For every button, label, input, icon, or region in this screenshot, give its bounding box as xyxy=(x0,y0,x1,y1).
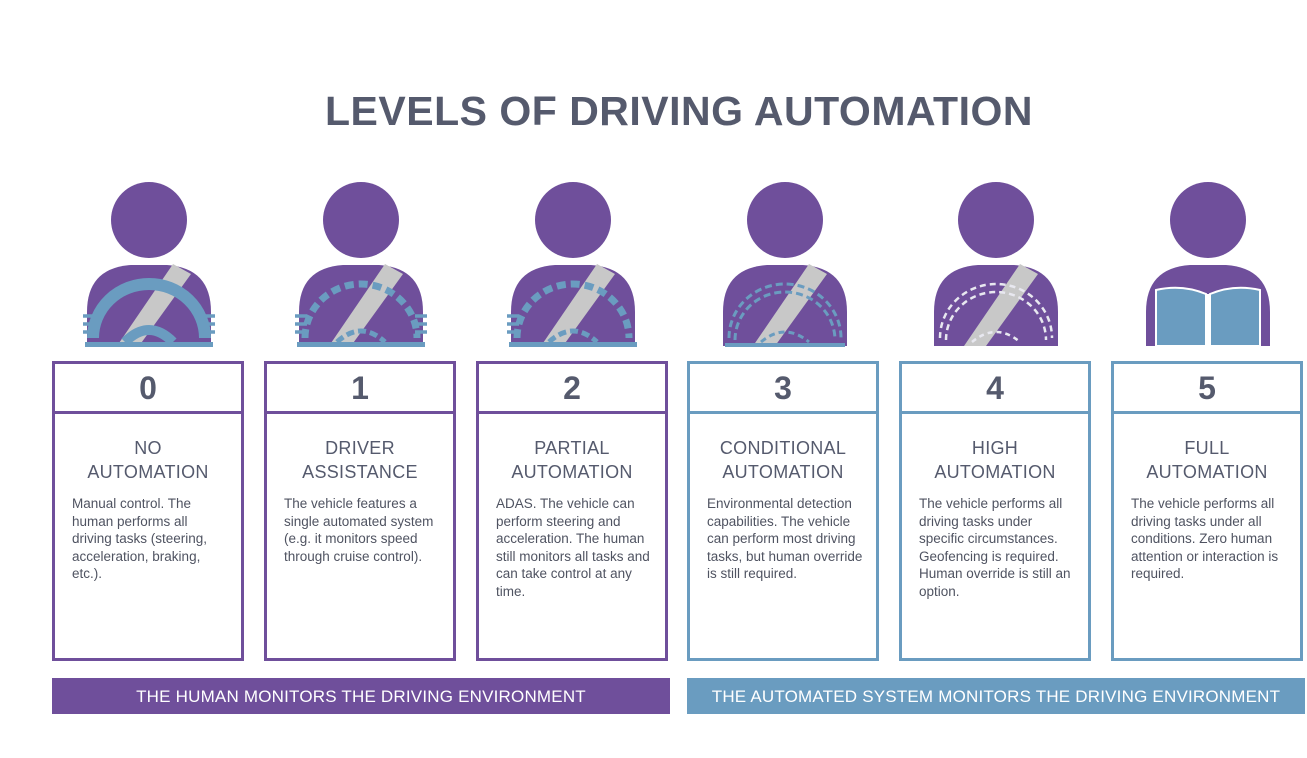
level-number: 4 xyxy=(902,364,1088,414)
driver-dashed-wheel-icon xyxy=(291,180,431,348)
level-card-2: 2 PARTIAL AUTOMATION ADAS. The vehicle c… xyxy=(476,361,668,661)
level-number: 0 xyxy=(55,364,241,414)
level-name: HIGH AUTOMATION xyxy=(902,436,1088,484)
level-name-line2: AUTOMATION xyxy=(934,462,1056,482)
level-name-line1: HIGH xyxy=(971,438,1019,458)
level-name: DRIVER ASSISTANCE xyxy=(267,436,453,484)
level-description: The vehicle features a single automated … xyxy=(284,496,434,564)
level-name: CONDITIONAL AUTOMATION xyxy=(690,436,876,484)
level-description: Manual control. The human performs all d… xyxy=(72,496,208,581)
level-number: 2 xyxy=(479,364,665,414)
level-name: NO AUTOMATION xyxy=(55,436,241,484)
level-name: FULL AUTOMATION xyxy=(1114,436,1300,484)
level-name-line1: NO xyxy=(134,438,162,458)
level-number: 3 xyxy=(690,364,876,414)
system-monitors-banner: THE AUTOMATED SYSTEM MONITORS THE DRIVIN… xyxy=(687,678,1305,714)
level-description: The vehicle performs all driving tasks u… xyxy=(919,496,1071,599)
level-name-line2: AUTOMATION xyxy=(722,462,844,482)
level-card-5: 5 FULL AUTOMATION The vehicle performs a… xyxy=(1111,361,1303,661)
level-description: ADAS. The vehicle can perform steering a… xyxy=(496,496,650,599)
level-card-3: 3 CONDITIONAL AUTOMATION Environmental d… xyxy=(687,361,879,661)
person-reading-book-icon xyxy=(1138,180,1278,348)
human-monitors-banner: THE HUMAN MONITORS THE DRIVING ENVIRONME… xyxy=(52,678,670,714)
level-name-line2: AUTOMATION xyxy=(87,462,209,482)
driver-dashed-wheel-icon xyxy=(503,180,643,348)
level-name-line1: DRIVER xyxy=(325,438,395,458)
level-description: The vehicle performs all driving tasks u… xyxy=(1131,496,1279,581)
driver-ghost-wheel-icon xyxy=(926,180,1066,348)
level-card-1: 1 DRIVER ASSISTANCE The vehicle features… xyxy=(264,361,456,661)
level-card-4: 4 HIGH AUTOMATION The vehicle performs a… xyxy=(899,361,1091,661)
page-title: LEVELS OF DRIVING AUTOMATION xyxy=(325,88,1033,134)
level-name-line2: AUTOMATION xyxy=(1146,462,1268,482)
level-description: Environmental detection capabilities. Th… xyxy=(707,496,863,581)
level-name-line1: CONDITIONAL xyxy=(719,438,847,458)
level-name-line1: FULL xyxy=(1184,438,1230,458)
driver-solid-wheel-icon xyxy=(79,180,219,348)
level-card-0: 0 NO AUTOMATION Manual control. The huma… xyxy=(52,361,244,661)
driver-hands-off-wheel-icon xyxy=(715,180,855,348)
level-name-line2: ASSISTANCE xyxy=(302,462,418,482)
level-name-line2: AUTOMATION xyxy=(511,462,633,482)
level-number: 1 xyxy=(267,364,453,414)
level-name-line1: PARTIAL xyxy=(534,438,610,458)
level-name: PARTIAL AUTOMATION xyxy=(479,436,665,484)
level-number: 5 xyxy=(1114,364,1300,414)
